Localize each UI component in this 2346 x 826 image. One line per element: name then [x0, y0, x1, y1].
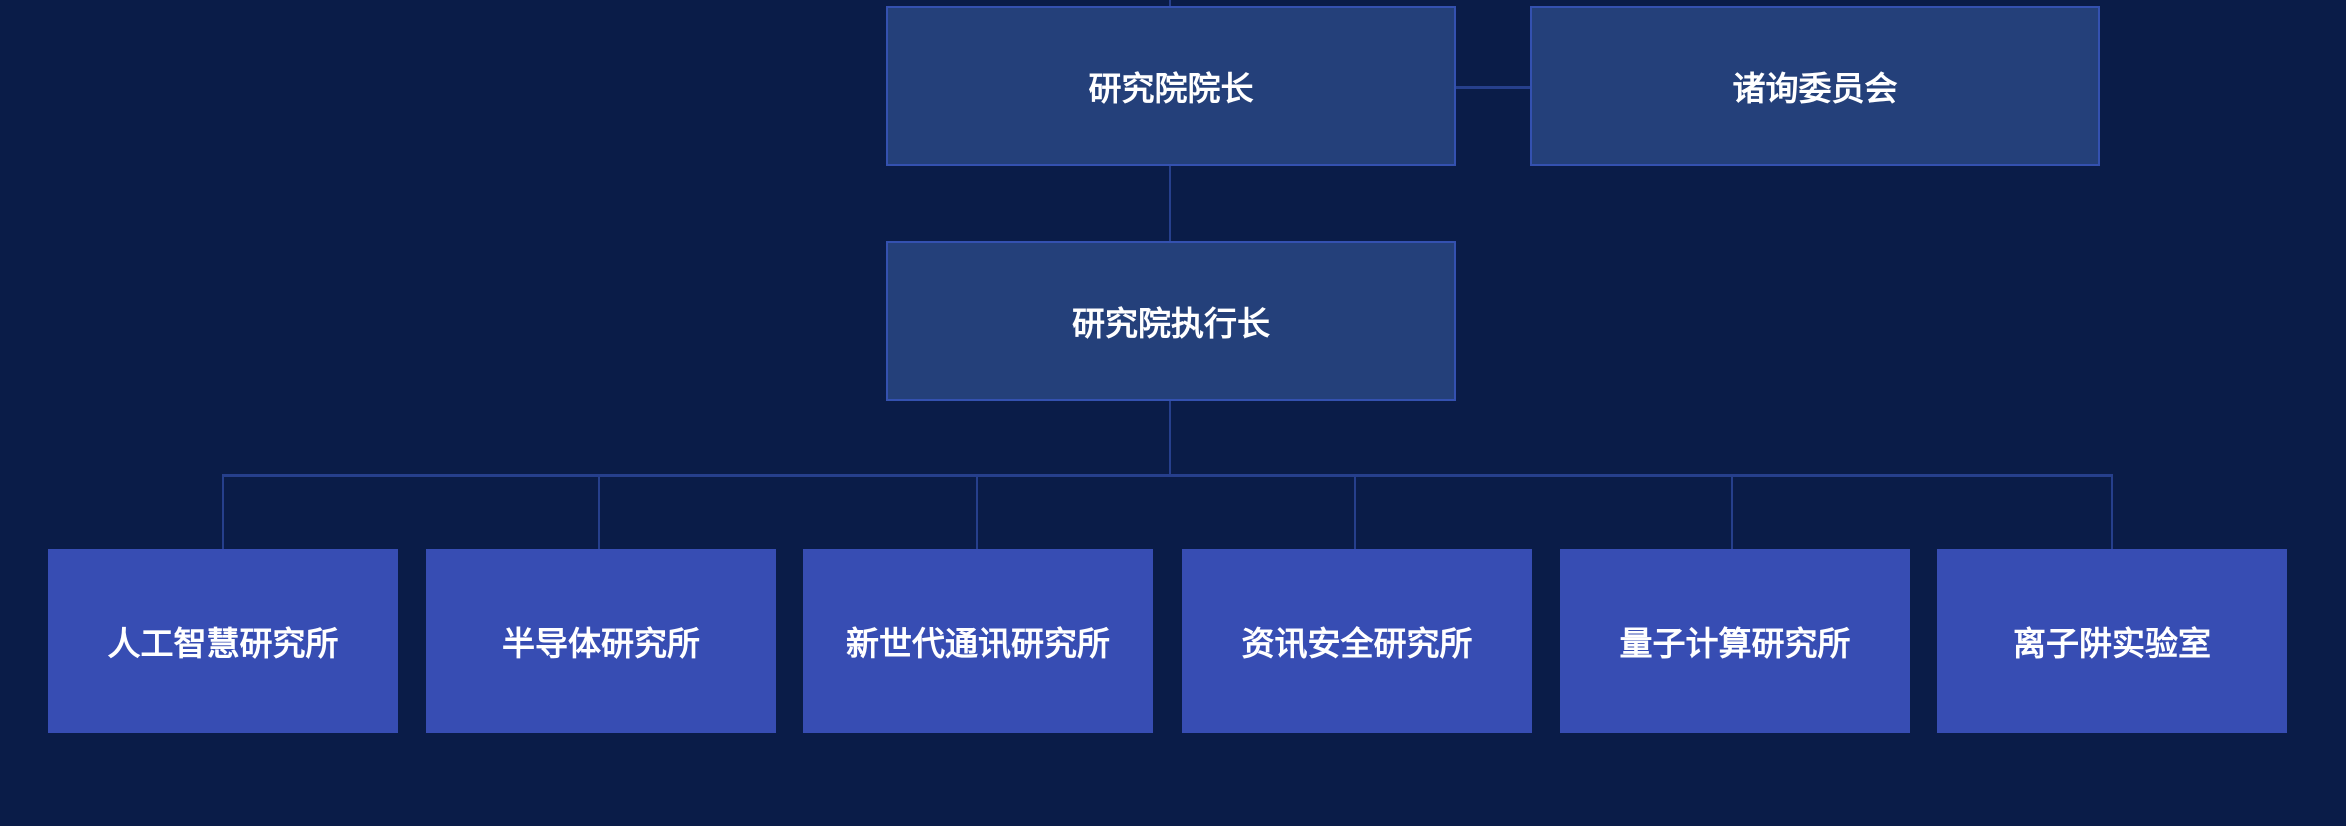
connector-dept-1 [222, 474, 224, 549]
advisory-label: 诸询委员会 [1732, 69, 1898, 108]
connector-dept-4 [1354, 474, 1356, 549]
connector-president-advisory [1456, 86, 1530, 89]
dept-label: 半导体研究所 [502, 624, 700, 663]
dept-node-ion-trap: 离子阱实验室 [1937, 549, 2287, 733]
dept-label: 人工智慧研究所 [107, 624, 339, 663]
dept-node-infosec: 资讯安全研究所 [1182, 549, 1532, 733]
dept-node-semiconductor: 半导体研究所 [426, 549, 776, 733]
connector-top [1169, 0, 1171, 6]
connector-dept-3 [976, 474, 978, 549]
president-label: 研究院院长 [1088, 69, 1254, 108]
dept-node-ai: 人工智慧研究所 [48, 549, 398, 733]
ceo-node: 研究院执行长 [886, 241, 1456, 401]
dept-label: 离子阱实验室 [2013, 624, 2211, 663]
connector-dept-2 [598, 474, 600, 549]
connector-bus [222, 474, 2113, 477]
president-node: 研究院院长 [886, 6, 1456, 166]
dept-label: 量子计算研究所 [1619, 624, 1851, 663]
advisory-committee-node: 诸询委员会 [1530, 6, 2100, 166]
connector-dept-5 [1731, 474, 1733, 549]
dept-label: 新世代通讯研究所 [846, 624, 1110, 663]
connector-dept-6 [2111, 474, 2113, 549]
dept-node-nextgen-comm: 新世代通讯研究所 [803, 549, 1153, 733]
connector-ceo-bus [1169, 401, 1171, 477]
connector-president-ceo [1169, 166, 1171, 241]
dept-node-quantum: 量子计算研究所 [1560, 549, 1910, 733]
dept-label: 资讯安全研究所 [1241, 624, 1473, 663]
ceo-label: 研究院执行长 [1072, 304, 1270, 343]
